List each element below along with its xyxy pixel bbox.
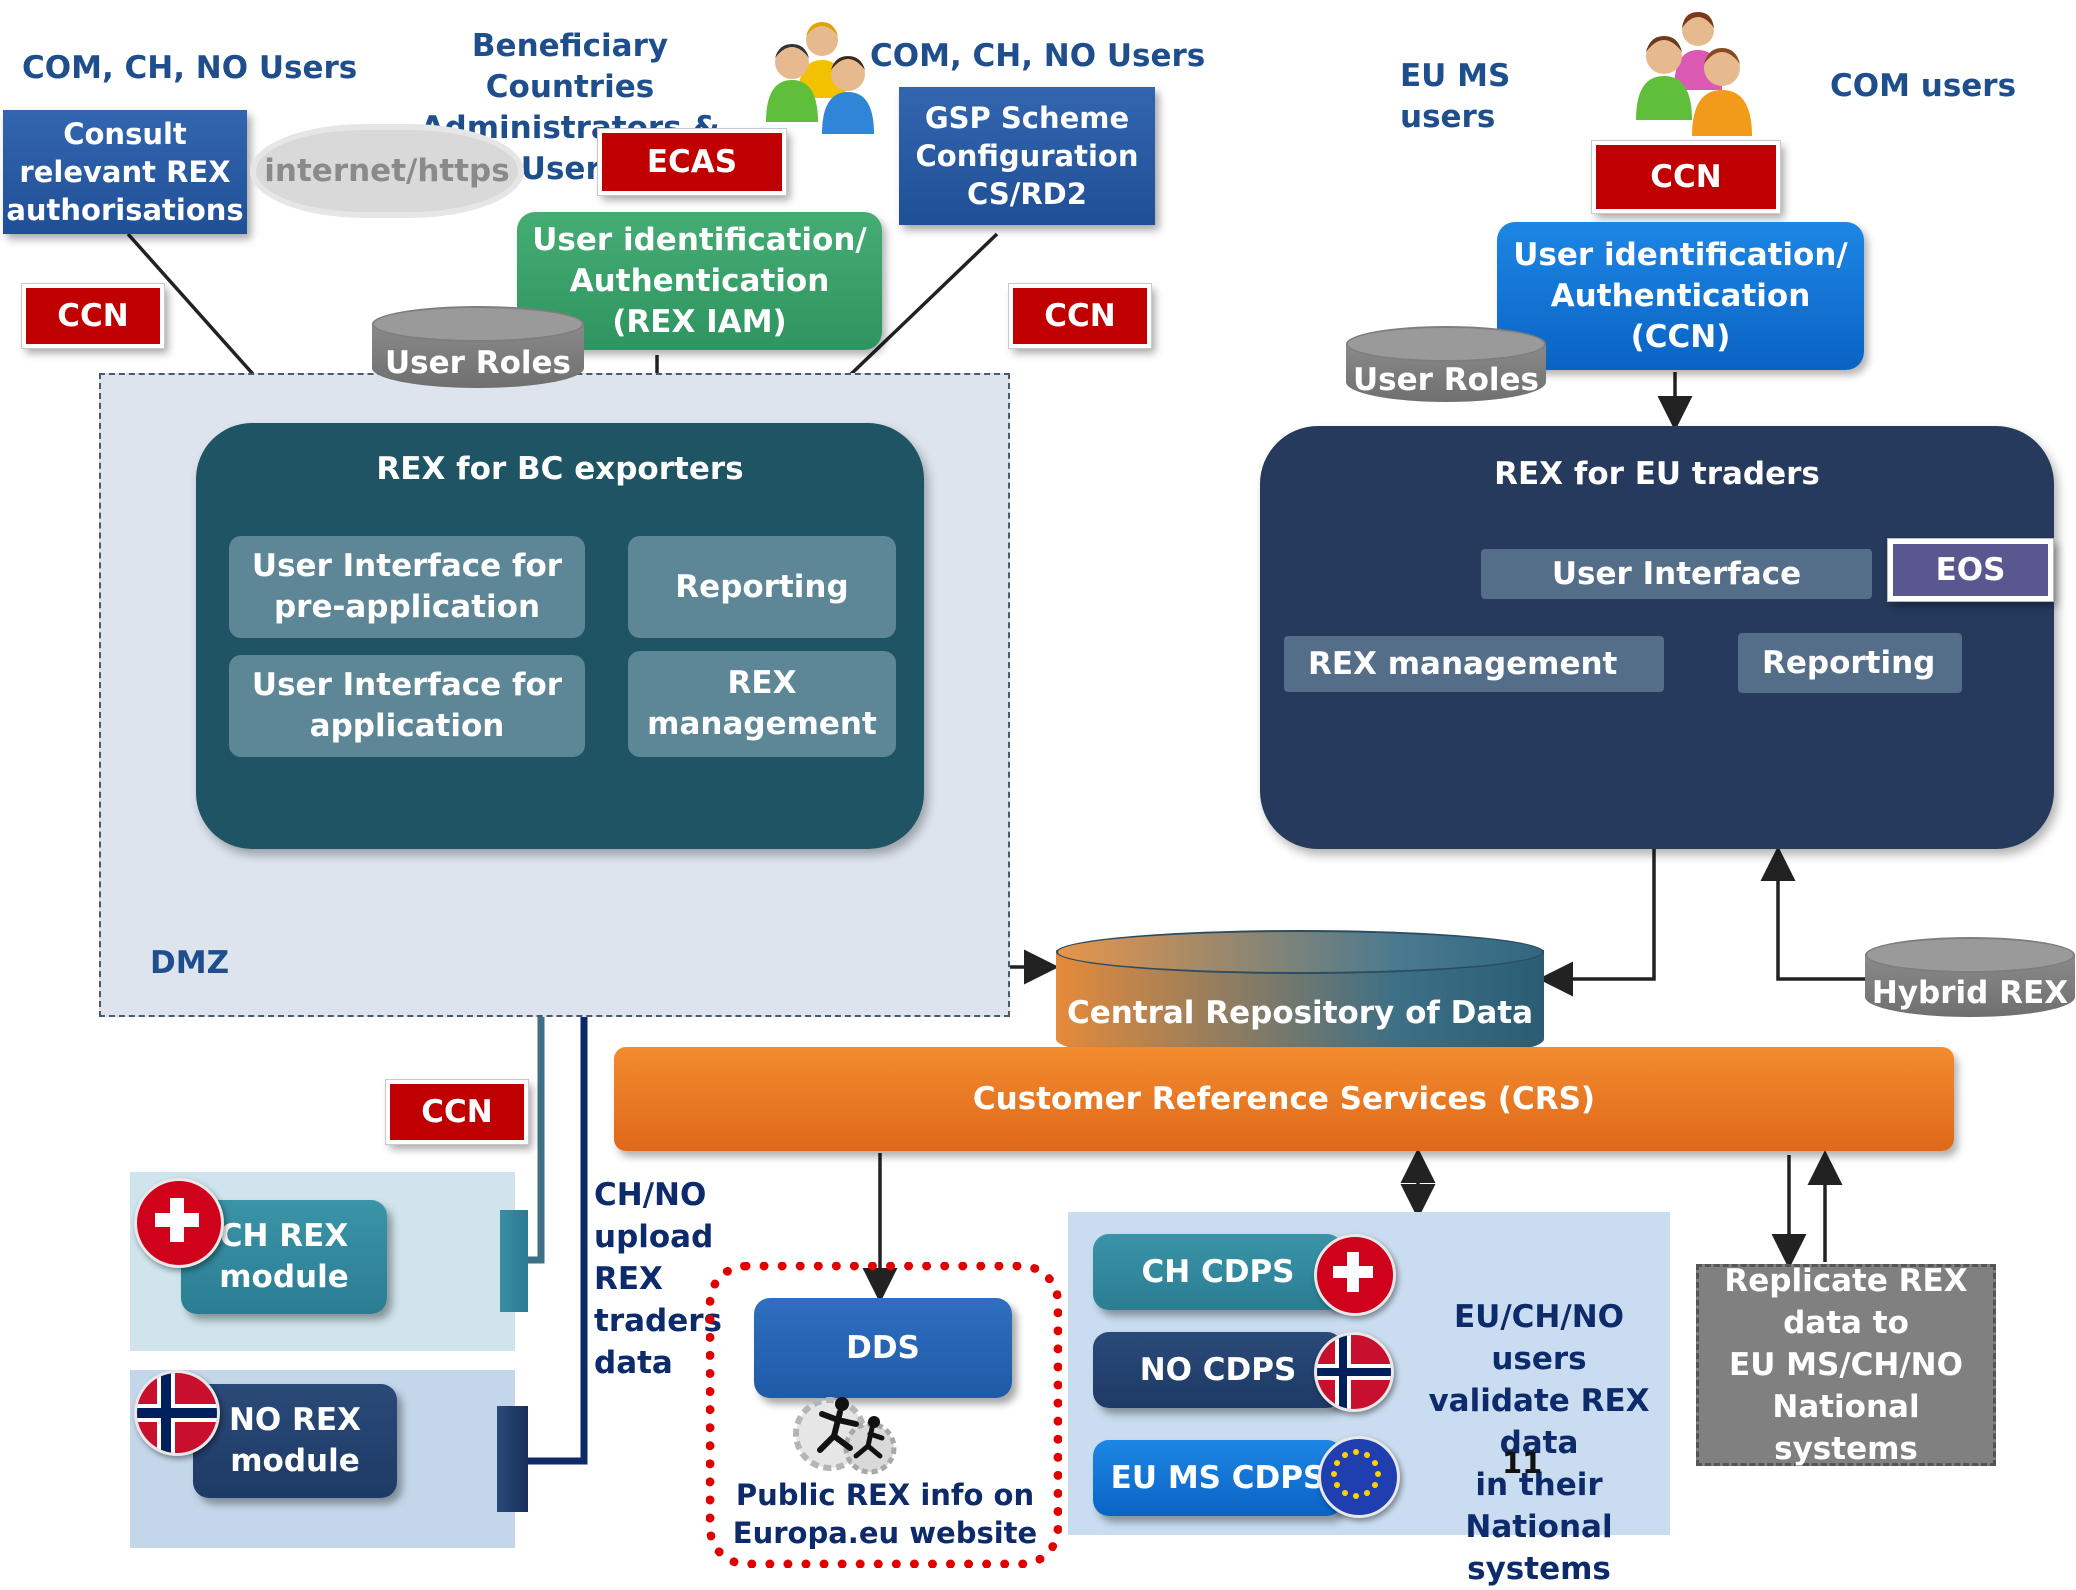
bc-mgmt-line-2: management <box>647 706 877 742</box>
page-number: 11 <box>1502 1446 1543 1480</box>
user-roles-left-label: User Roles <box>385 345 571 381</box>
ccn-badge-mid: CCN <box>1009 284 1151 348</box>
validate-line-3: in their National <box>1465 1467 1613 1545</box>
central-repository-label: Central Repository of Data <box>1066 995 1534 1031</box>
ch-connector-block <box>500 1210 528 1312</box>
upload-rex-label: CH/NO upload REX traders data <box>594 1174 722 1384</box>
replicate-box: Replicate REX data to EU MS/CH/NO Nation… <box>1696 1263 1996 1467</box>
hybrid-rex-db: Hybrid REX <box>1865 937 2075 1017</box>
public-info-line-2: Europa.eu website <box>732 1516 1038 1550</box>
rex-iam-line-3: (REX IAM) <box>612 303 787 340</box>
no-connector-block <box>497 1406 528 1512</box>
gsp-line-1: GSP Scheme <box>924 101 1130 135</box>
gsp-line-2: Configuration <box>915 139 1139 173</box>
ui-app-line-2: application <box>309 708 505 744</box>
beneficiary-line-1: Beneficiary Countries <box>471 28 669 105</box>
consult-line-2: relevant REX <box>19 155 231 189</box>
replicate-line-1: Replicate REX <box>1724 1263 1968 1299</box>
validate-line-4: systems <box>1467 1551 1611 1587</box>
crs-bar: Customer Reference Services (CRS) <box>614 1047 1954 1151</box>
eu-users-group-icon <box>1636 12 1752 136</box>
switzerland-flag-icon <box>134 1178 224 1268</box>
ccn-auth-line-2: Authentication <box>1550 277 1811 314</box>
no-rex-module: NO REX module <box>193 1384 397 1498</box>
replicate-line-2: data to <box>1783 1305 1909 1341</box>
replicate-line-3: EU MS/CH/NO <box>1729 1347 1963 1383</box>
eu-to-repo-arrow <box>1538 834 1656 997</box>
rex-eu-title: REX for EU traders <box>1494 456 1820 492</box>
user-roles-left-db: User Roles <box>372 306 584 388</box>
com-users-label: COM users <box>1830 68 2017 104</box>
ccn-badge-bottom: CCN <box>386 1080 528 1144</box>
public-info-line-1: Public REX info on <box>735 1478 1035 1512</box>
no-module-line-2: module <box>230 1443 360 1479</box>
central-repository-db: Central Repository of Data <box>1056 930 1544 1065</box>
rex-eu-traders-panel: REX for EU traders User Interface REX ma… <box>1260 426 2054 849</box>
rex-bc-exporters-panel: REX for BC exporters User Interface for … <box>196 423 924 849</box>
upload-line-3: REX <box>594 1261 663 1297</box>
internet-label: internet/https <box>264 153 510 189</box>
ch-module-line-2: module <box>219 1259 349 1295</box>
ch-cdps: CH CDPS <box>1093 1234 1343 1310</box>
no-cdps: NO CDPS <box>1093 1332 1343 1408</box>
hybrid-rex-label: Hybrid REX <box>1871 975 2069 1011</box>
ui-pre-line-1: User Interface for <box>251 548 563 584</box>
norway-flag-icon <box>134 1370 220 1456</box>
consult-line-3: authorisations <box>6 193 244 227</box>
rex-bc-title: REX for BC exporters <box>376 451 744 487</box>
eu-rex-management: REX management <box>1284 636 1664 692</box>
upload-line-4: traders <box>594 1303 722 1339</box>
no-module-line-1: NO REX <box>228 1402 362 1438</box>
internet-cloud: internet/https <box>256 130 518 212</box>
consult-rex-box: Consult relevant REX authorisations <box>3 110 247 234</box>
eu-reporting: Reporting <box>1738 633 1962 693</box>
eu-ms-line-1: EU MS <box>1400 58 1511 94</box>
ui-app-line-1: User Interface for <box>251 667 563 703</box>
ccn-auth-line-3: (CCN) <box>1630 318 1731 355</box>
public-area <box>706 1262 1062 1568</box>
eu-ms-cdps: EU MS CDPS <box>1093 1440 1343 1516</box>
consult-line-1: Consult <box>63 117 187 151</box>
rex-iam-line-1: User identification/ <box>532 221 867 258</box>
ch-cdps-flag-icon <box>1314 1234 1396 1316</box>
ch-module-line-1: CH REX <box>219 1218 349 1254</box>
bc-rex-management: REX management <box>628 651 896 757</box>
bc-reporting: Reporting <box>628 536 896 638</box>
user-roles-right-label: User Roles <box>1353 362 1539 398</box>
validate-label: EU/CH/NO users validate REX data in thei… <box>1404 1296 1674 1590</box>
ecas-badge: ECAS <box>598 129 786 195</box>
eos-badge: EOS <box>1888 539 2053 601</box>
ui-application: User Interface for application <box>229 655 585 757</box>
eu-flag-icon <box>1318 1436 1400 1518</box>
dds-box: DDS <box>754 1298 1012 1398</box>
hybrid-to-eu-arrow <box>1760 846 1865 981</box>
com-ch-no-users-left-label: COM, CH, NO Users <box>22 50 358 86</box>
upload-line-1: CH/NO <box>594 1177 707 1213</box>
replicate-line-4: National systems <box>1772 1389 1920 1467</box>
gears-runner-icon <box>793 1397 897 1475</box>
public-info-label: Public REX info on Europa.eu website <box>710 1476 1060 1552</box>
eu-ms-users-label: EU MS users <box>1400 56 1510 138</box>
ccn-auth-line-1: User identification/ <box>1513 236 1848 273</box>
validate-line-1: EU/CH/NO users <box>1454 1299 1624 1377</box>
ccn-badge-right: CCN <box>1592 141 1780 213</box>
ccn-badge-left: CCN <box>22 284 164 348</box>
eu-ms-line-2: users <box>1400 99 1496 135</box>
ui-pre-line-2: pre-application <box>273 589 541 625</box>
user-roles-right-db: User Roles <box>1346 326 1546 402</box>
gsp-scheme-box: GSP Scheme Configuration CS/RD2 <box>899 87 1155 225</box>
no-cdps-flag-icon <box>1314 1332 1394 1412</box>
validate-line-2: validate REX data <box>1428 1383 1650 1461</box>
rex-iam-line-2: Authentication <box>569 262 830 299</box>
bc-mgmt-line-1: REX <box>727 665 797 701</box>
com-ch-no-users-right-label: COM, CH, NO Users <box>870 38 1206 74</box>
upload-line-5: data <box>594 1345 673 1381</box>
eu-user-interface: User Interface <box>1481 549 1872 599</box>
upload-line-2: upload <box>594 1219 714 1255</box>
users-group-icon <box>766 22 874 134</box>
ccn-auth-box: User identification/ Authentication (CCN… <box>1497 222 1864 370</box>
dmz-label: DMZ <box>150 945 230 981</box>
gsp-line-3: CS/RD2 <box>967 177 1087 211</box>
ui-pre-application: User Interface for pre-application <box>229 536 585 638</box>
